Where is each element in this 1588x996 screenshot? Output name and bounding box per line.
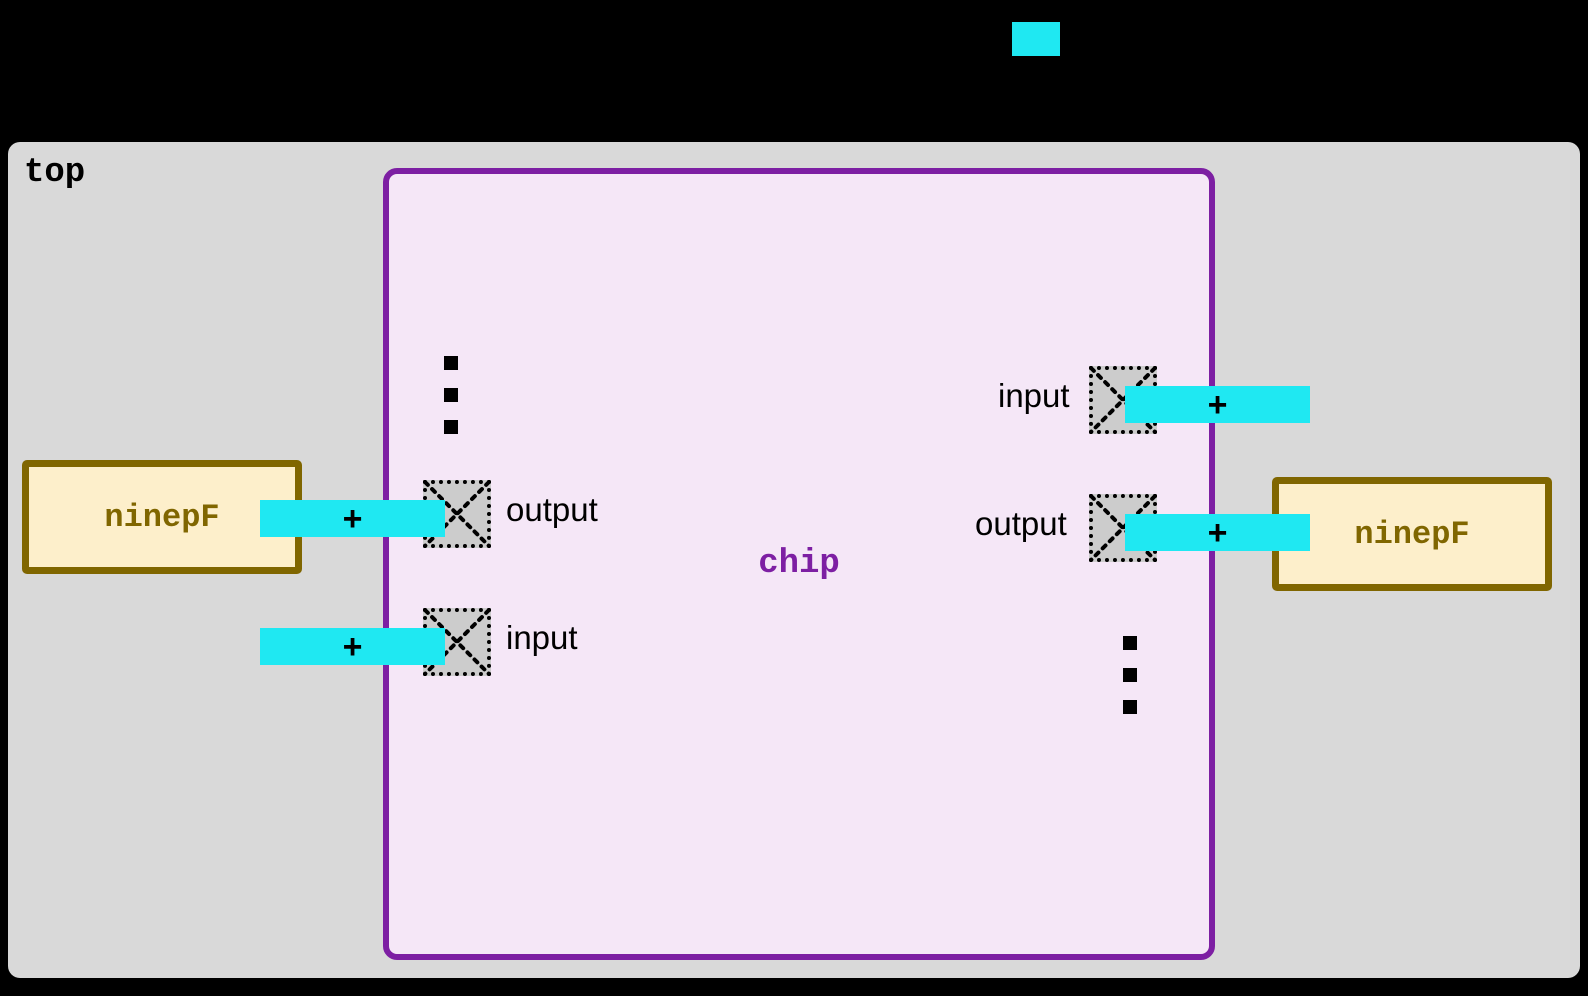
module-chip-label: chip [758, 545, 840, 583]
instance-ninepf-left[interactable]: ninepF [22, 460, 302, 574]
wire-left-input[interactable]: + [260, 628, 445, 665]
port-label-right-output: output [975, 505, 1067, 542]
instance-label: ninepF [104, 498, 220, 536]
wire-left-output[interactable]: + [260, 500, 445, 537]
wire-plus-label: + [1207, 385, 1228, 424]
port-label-left-input: input [506, 619, 578, 656]
instance-ninepf-right[interactable]: ninepF [1272, 477, 1552, 591]
module-chip[interactable]: chip output [383, 168, 1215, 960]
module-top-label: top [24, 154, 86, 192]
ellipsis-right-icon [1123, 636, 1137, 714]
wire-right-output[interactable]: + [1125, 514, 1310, 551]
instance-label: ninepF [1354, 515, 1470, 553]
port-label-left-output: output [506, 491, 598, 528]
selection-swatch[interactable] [1012, 22, 1060, 56]
wire-plus-label: + [1207, 513, 1228, 552]
module-top[interactable]: top ninepF ninepF chip [8, 142, 1580, 978]
wire-plus-label: + [342, 499, 363, 538]
wire-right-input[interactable]: + [1125, 386, 1310, 423]
ellipsis-left-icon [444, 356, 458, 434]
port-label-right-input: input [998, 377, 1070, 414]
wire-plus-label: + [342, 627, 363, 666]
